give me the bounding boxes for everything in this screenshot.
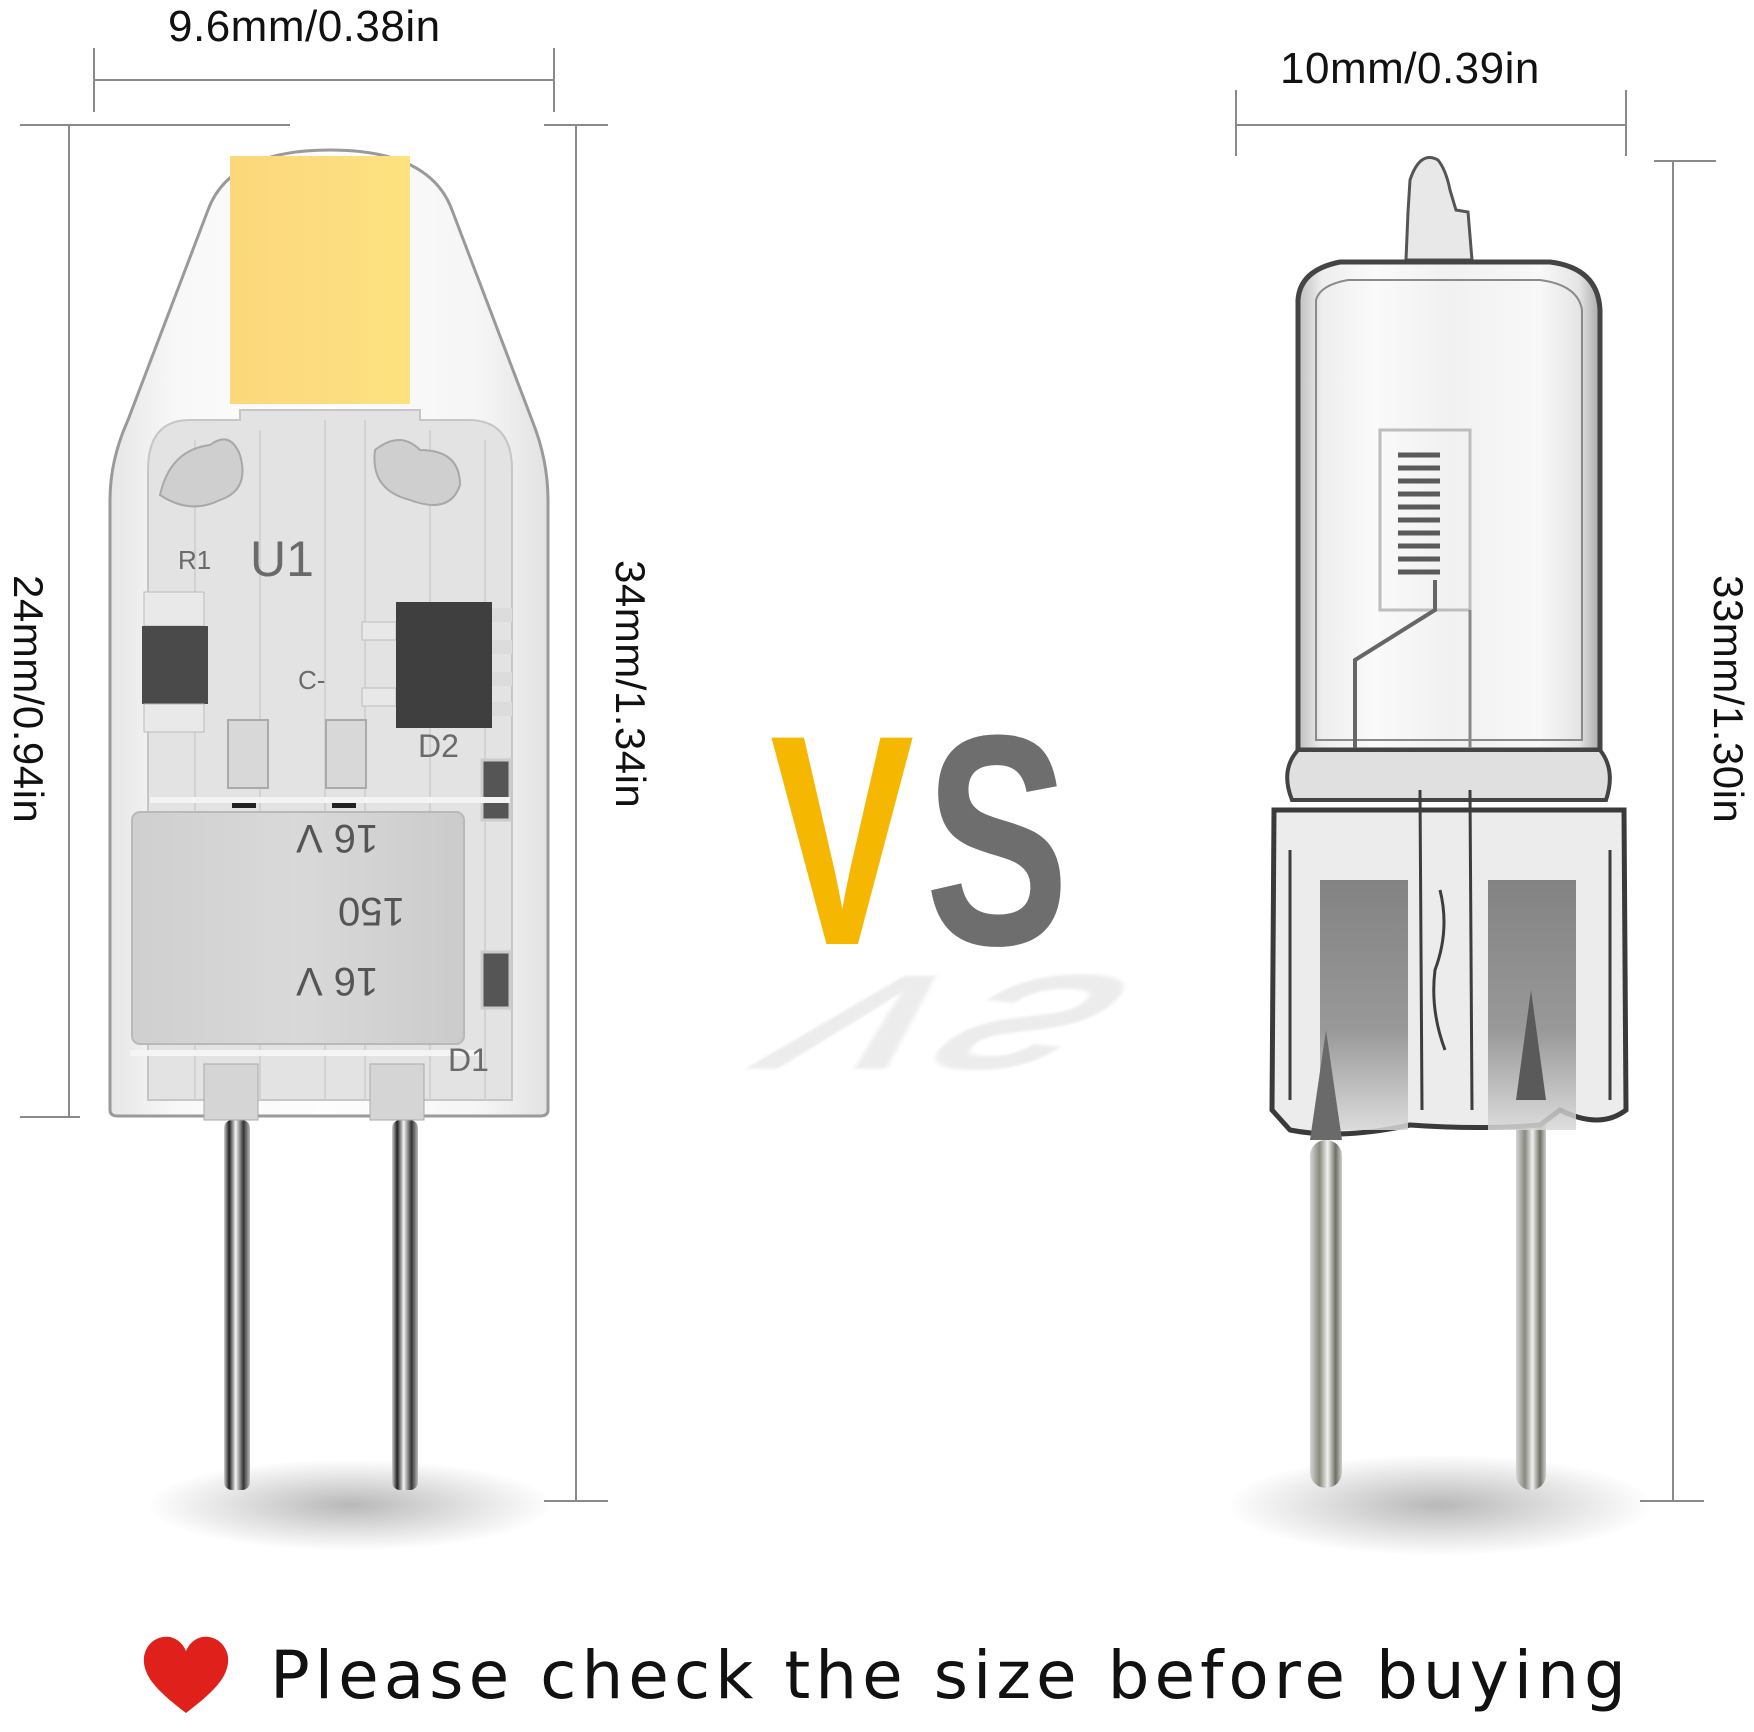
- pcb-label-c: C-: [298, 665, 326, 695]
- vs-letter-s: S: [925, 672, 1069, 1008]
- led-total-height-line: [575, 124, 577, 1501]
- halogen-height-line: [1672, 160, 1674, 1501]
- led-body-height-label: 24mm/0.94in: [5, 575, 52, 824]
- led-width-label: 9.6mm/0.38in: [168, 2, 441, 51]
- halogen-bulb-illustration: [1269, 156, 1629, 1490]
- led-bulb-illustration: [108, 148, 550, 1490]
- capacitor-label-line3: 16 V: [296, 959, 379, 1003]
- halogen-height-tick-top: [1654, 160, 1716, 162]
- led-body-tick-bottom: [20, 1116, 80, 1118]
- halogen-height-tick-bottom: [1640, 1500, 1704, 1502]
- pcb-label-d2: D2: [418, 728, 459, 764]
- halogen-width-line: [1236, 124, 1626, 126]
- vs-letter-v: V: [770, 672, 914, 1008]
- halogen-width-label: 10mm/0.39in: [1280, 44, 1540, 93]
- led-width-line: [94, 79, 554, 81]
- led-body-height-line: [68, 124, 70, 1117]
- capacitor-label-line2: 150: [338, 889, 405, 933]
- halogen-width-tick-right: [1625, 90, 1627, 156]
- led-width-tick-right: [553, 48, 555, 112]
- led-total-tick-bottom: [544, 1500, 608, 1502]
- size-notice: Please check the size before buying: [140, 1635, 1631, 1715]
- pcb-label-u1: U1: [250, 531, 314, 587]
- pcb-label-r1: R1: [178, 545, 212, 575]
- led-bulb-shadow: [150, 1460, 550, 1550]
- size-notice-text: Please check the size before buying: [270, 1636, 1631, 1714]
- halogen-bulb-shadow: [1230, 1455, 1650, 1555]
- halogen-width-tick-left: [1235, 90, 1237, 156]
- halogen-height-label: 33mm/1.30in: [1705, 575, 1752, 824]
- led-body-tick-top: [20, 124, 290, 126]
- capacitor-label-line1: 16 V: [296, 816, 379, 860]
- pcb-label-d1: D1: [448, 1042, 489, 1078]
- heart-icon: [143, 1636, 229, 1713]
- led-total-height-label: 34mm/1.34in: [607, 560, 654, 809]
